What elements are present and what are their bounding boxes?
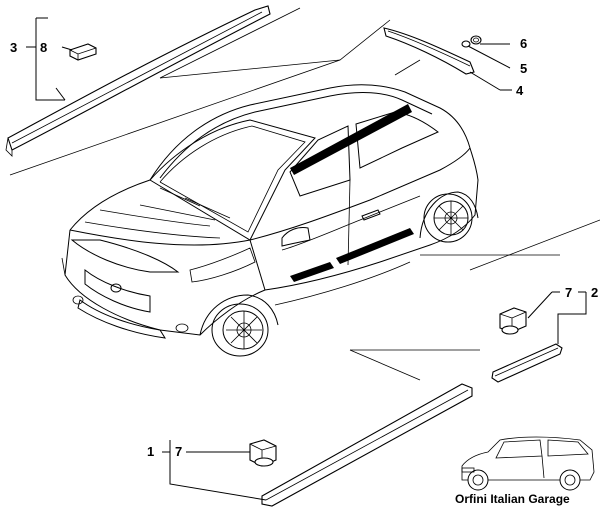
callout-3: 3 [10,40,17,55]
callout-6: 6 [520,36,527,51]
car-illustration [61,84,479,357]
callout-1: 1 [147,444,154,459]
callout-4: 4 [516,83,524,98]
callout-2: 2 [591,285,598,300]
callout-7-upper: 7 [565,285,572,300]
logo-text: Orfini Italian Garage [455,492,570,506]
orfini-logo: Orfini Italian Garage [455,436,595,506]
leader-lines [26,17,587,501]
part-2-side-molding-short [491,343,563,383]
part-3-roof-rail-left [5,5,271,157]
perspective-guides [9,7,600,381]
callout-7-lower: 7 [175,444,182,459]
part-7-clip-upper [499,307,527,335]
part-5-fastener [461,40,471,48]
part-7-clip-lower [249,439,277,467]
callout-8: 8 [40,40,47,55]
part-4-roof-rail-right [383,27,475,75]
part-6-fastener [470,35,482,45]
callout-labels: 3 8 6 5 4 7 2 1 7 [10,36,598,459]
callout-5: 5 [520,61,527,76]
part-8-clip [69,43,97,61]
part-1-side-molding-long [261,383,473,507]
